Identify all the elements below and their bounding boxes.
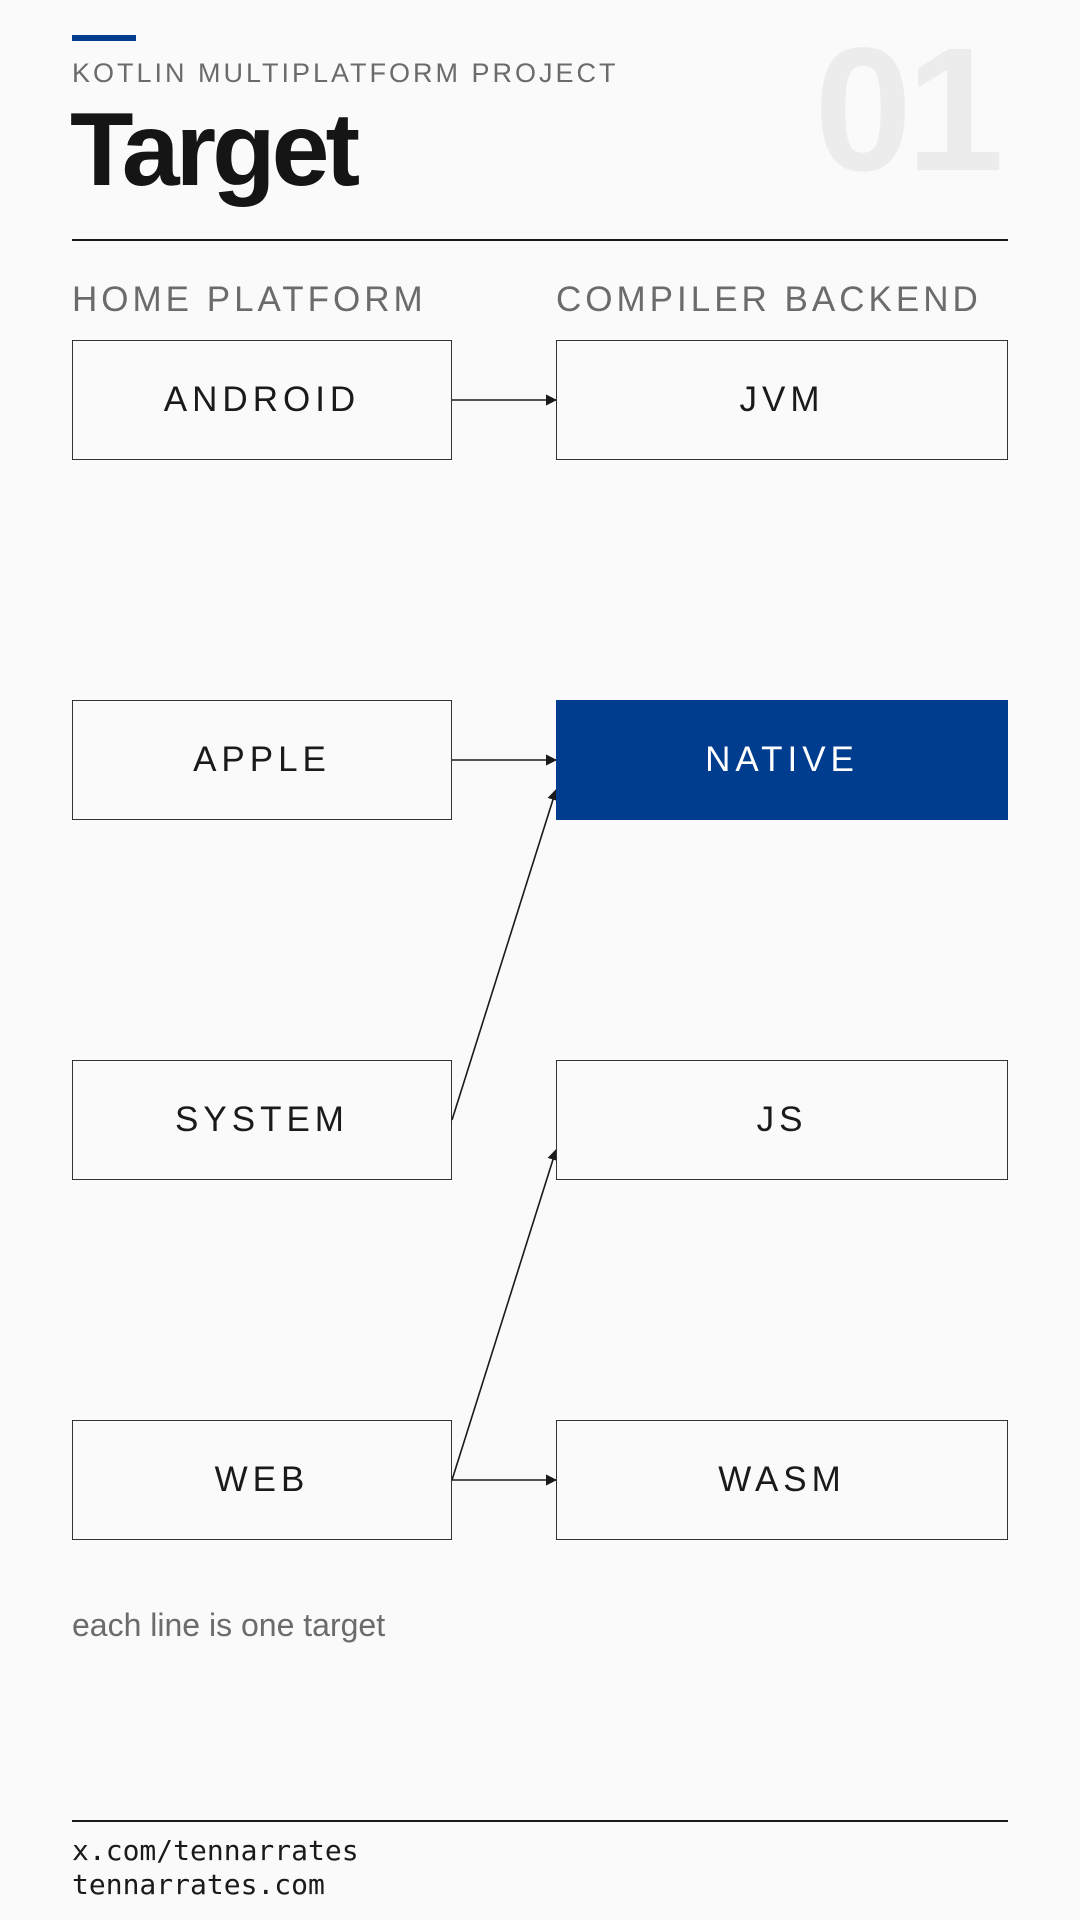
platform-box-system: SYSTEM — [72, 1060, 452, 1180]
footer-divider — [72, 1820, 1008, 1822]
connector-system-to-native — [451, 788, 559, 1121]
connector-web-to-js — [451, 1148, 559, 1481]
backend-box-jvm: JVM — [556, 340, 1008, 460]
accent-bar — [72, 35, 136, 41]
footer-link-x: x.com/tennarrates — [72, 1834, 359, 1867]
platform-box-web: WEB — [72, 1420, 452, 1540]
column-header-compiler-backend: COMPILER BACKEND — [556, 280, 982, 319]
slide-number: 01 — [814, 12, 1004, 208]
footer-link-site: tennarrates.com — [72, 1868, 325, 1901]
column-header-home-platform: HOME PLATFORM — [72, 280, 427, 319]
eyebrow-label: KOTLIN MULTIPLATFORM PROJECT — [72, 58, 619, 88]
page-title: Target — [70, 92, 360, 208]
backend-box-native: NATIVE — [556, 700, 1008, 820]
backend-box-wasm: WASM — [556, 1420, 1008, 1540]
platform-box-android: ANDROID — [72, 340, 452, 460]
backend-box-js: JS — [556, 1060, 1008, 1180]
header-divider — [72, 239, 1008, 241]
caption-note: each line is one target — [72, 1607, 386, 1643]
platform-box-apple: APPLE — [72, 700, 452, 820]
